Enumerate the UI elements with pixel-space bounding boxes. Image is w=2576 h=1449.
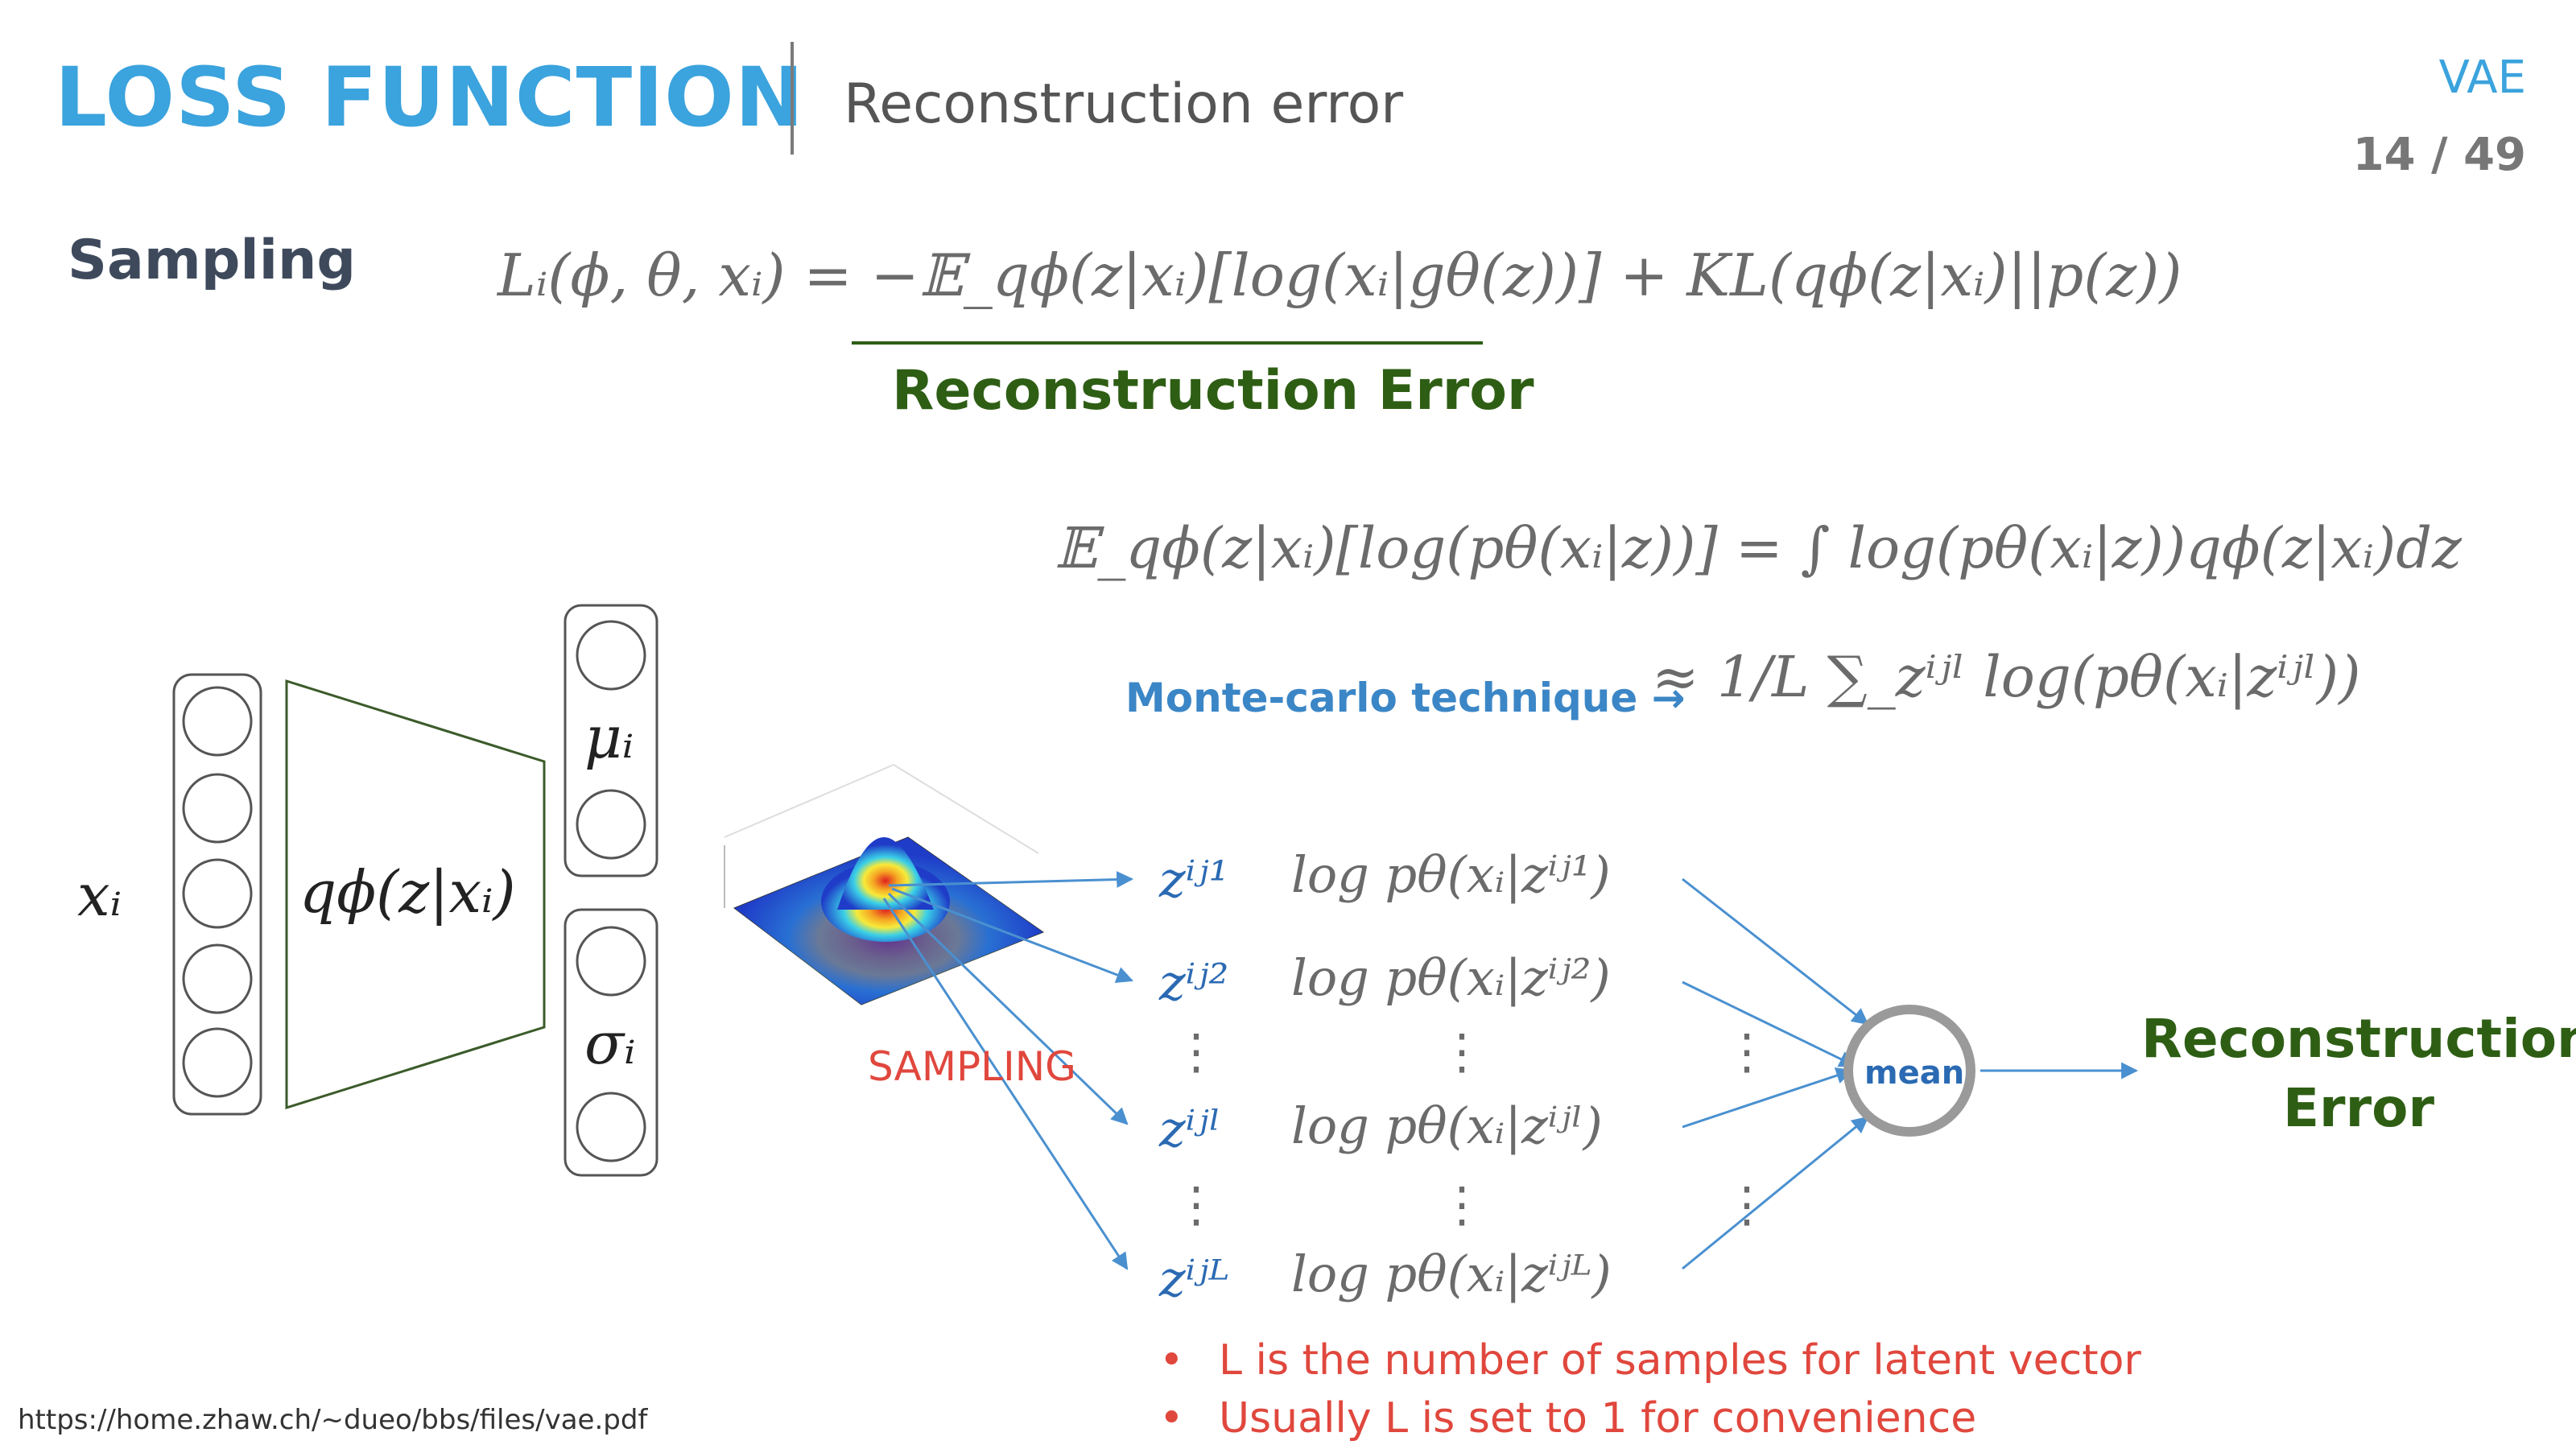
encoder-label: qϕ(z|xᵢ) xyxy=(299,858,516,926)
sample-z-1: zⁱʲ¹ xyxy=(1159,850,1229,909)
sigma-node xyxy=(576,1092,646,1162)
output-line-1: Reconstruction xyxy=(2141,1008,2576,1070)
page-subtitle: Reconstruction error xyxy=(844,72,1404,136)
sample-logp-L: log pθ(xᵢ|zⁱʲᴸ) xyxy=(1291,1245,1612,1303)
sample-z-l: zⁱʲˡ xyxy=(1159,1100,1221,1158)
sigma-label: σᵢ xyxy=(584,1009,636,1077)
reconstruction-underbrace xyxy=(852,341,1483,345)
output-reconstruction-error: Reconstruction Error xyxy=(2141,1005,2576,1143)
output-line-2: Error xyxy=(2282,1076,2435,1139)
section-heading: Sampling xyxy=(68,229,357,292)
ellipsis: ⋮ xyxy=(1438,1177,1486,1233)
mu-layer xyxy=(564,604,658,877)
sample-arrow xyxy=(887,892,1129,1125)
reconstruction-error-label: Reconstruction Error xyxy=(892,359,1534,423)
page-title: LOSS FUNCTION xyxy=(55,50,805,146)
input-node xyxy=(182,858,253,929)
ellipsis: ⋮ xyxy=(1172,1177,1220,1233)
input-label: xᵢ xyxy=(77,861,122,929)
mean-label: mean xyxy=(1864,1055,1965,1092)
source-link[interactable]: https://home.zhaw.ch/~dueo/bbs/files/vae… xyxy=(18,1404,648,1436)
ellipsis: ⋮ xyxy=(1172,1024,1220,1080)
sample-arrow xyxy=(882,898,1129,1270)
page-number: 14 / 49 xyxy=(2352,129,2526,181)
mean-node xyxy=(1843,1005,1975,1137)
ellipsis: ⋮ xyxy=(1438,1024,1486,1080)
sigma-node xyxy=(576,926,646,997)
sample-arrow xyxy=(888,871,1134,888)
monte-carlo-label: Monte-carlo technique → xyxy=(1125,675,1686,721)
note-bullet: • xyxy=(1159,1336,1184,1385)
input-node xyxy=(182,1027,253,1098)
mu-node xyxy=(576,789,646,860)
sample-logp-l: log pθ(xᵢ|zⁱʲˡ) xyxy=(1291,1096,1603,1155)
sample-arrow xyxy=(891,887,1133,984)
header-divider xyxy=(791,42,794,155)
mean-arrow xyxy=(1682,1067,1853,1129)
note-bullet: • xyxy=(1159,1394,1184,1443)
sample-logp-1: log pθ(xᵢ|zⁱʲ¹) xyxy=(1291,845,1611,904)
mu-node xyxy=(576,620,646,691)
mean-arrow xyxy=(1682,980,1856,1067)
ellipsis: ⋮ xyxy=(1723,1177,1771,1233)
loss-equation: Lᵢ(ϕ, θ, xᵢ) = −𝔼_qϕ(z|xᵢ)[log(xᵢ|gθ(z))… xyxy=(497,242,2182,309)
sample-z-2: zⁱʲ² xyxy=(1159,953,1229,1012)
expectation-equation: 𝔼_qϕ(z|xᵢ)[log(pθ(xᵢ|z))] = ∫ log(pθ(xᵢ|… xyxy=(1055,515,2462,581)
encoder-network xyxy=(285,679,546,1110)
sampling-label: SAMPLING xyxy=(868,1043,1076,1090)
input-layer xyxy=(172,673,262,1116)
topic-tag: VAE xyxy=(2438,52,2526,104)
input-node xyxy=(182,686,253,757)
input-node xyxy=(182,773,253,844)
sample-z-L: zⁱʲᴸ xyxy=(1159,1249,1230,1308)
mu-label: μᵢ xyxy=(584,704,634,771)
sigma-layer xyxy=(564,908,658,1177)
note-1: L is the number of samples for latent ve… xyxy=(1219,1336,2141,1385)
mean-arrow xyxy=(1682,1116,1869,1270)
mean-arrow xyxy=(1682,877,1869,1026)
approximation-equation: ≈ 1/L ∑_zⁱʲˡ log(pθ(xᵢ|zⁱʲˡ)) xyxy=(1652,644,2361,710)
ellipsis: ⋮ xyxy=(1723,1024,1771,1080)
sample-logp-2: log pθ(xᵢ|zⁱʲ²) xyxy=(1291,948,1611,1007)
input-node xyxy=(182,943,253,1014)
gaussian-surface xyxy=(724,764,1045,1005)
note-2: Usually L is set to 1 for convenience xyxy=(1219,1394,1977,1443)
